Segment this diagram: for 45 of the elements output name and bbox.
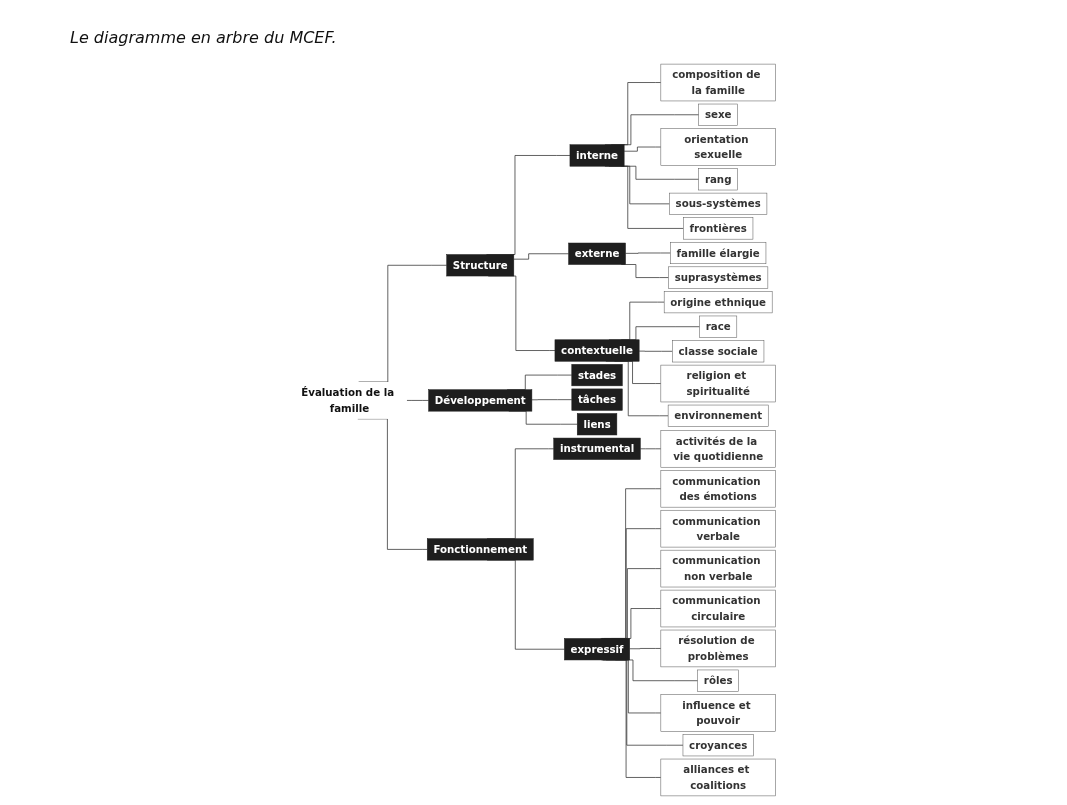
node-box: croyances	[682, 734, 754, 757]
node-box: Structure	[446, 254, 514, 277]
node-box: communication verbale	[660, 510, 776, 548]
node-box: instrumental	[553, 437, 641, 460]
diagram-title: Le diagramme en arbre du MCEF.	[70, 28, 337, 47]
node-box: expressif	[563, 638, 630, 661]
node-box: Développement	[428, 389, 532, 412]
node-box: contextuelle	[554, 339, 640, 362]
node-box: sous-systèmes	[668, 192, 767, 215]
node-box: influence et pouvoir	[660, 694, 776, 732]
node-box: activités de la vie quotidienne	[660, 430, 776, 468]
node-box: stades	[571, 364, 623, 387]
node-box: liens	[576, 413, 617, 436]
node-box: communication circulaire	[660, 589, 776, 628]
connector	[623, 146, 661, 152]
connector	[357, 418, 428, 550]
connector	[629, 648, 661, 650]
connector	[624, 252, 671, 254]
connector	[639, 448, 661, 450]
node-box: alliances et coalitions	[660, 758, 776, 797]
node-box: rôles	[697, 669, 739, 692]
node-box: interne	[569, 144, 625, 167]
node-box: communication des émotions	[660, 470, 776, 508]
connector	[513, 253, 569, 260]
connector	[357, 264, 447, 383]
connector	[531, 399, 572, 401]
node-box: religion et spiritualité	[660, 364, 776, 403]
node-box: Fonctionnement	[426, 538, 534, 561]
node-box: classe sociale	[671, 340, 764, 363]
node-box: famille élargie	[669, 242, 766, 264]
node-box: rang	[698, 168, 738, 191]
connector	[406, 400, 429, 401]
node-box: suprasystèmes	[667, 266, 768, 289]
node-box: externe	[568, 242, 626, 265]
node-box: sexe	[698, 103, 738, 126]
node-box: orientation sexuelle	[660, 128, 776, 166]
node-box: frontières	[682, 217, 753, 240]
node-box: communication non verbale	[660, 549, 776, 588]
node-box: origine ethnique	[663, 291, 773, 314]
node-box: résolution de problèmes	[660, 629, 776, 668]
node-box: environnement	[667, 404, 769, 427]
node-box: race	[699, 315, 737, 338]
connector	[638, 350, 673, 352]
node-box: tâches	[571, 388, 623, 411]
node-box: composition de la famille	[660, 63, 776, 102]
